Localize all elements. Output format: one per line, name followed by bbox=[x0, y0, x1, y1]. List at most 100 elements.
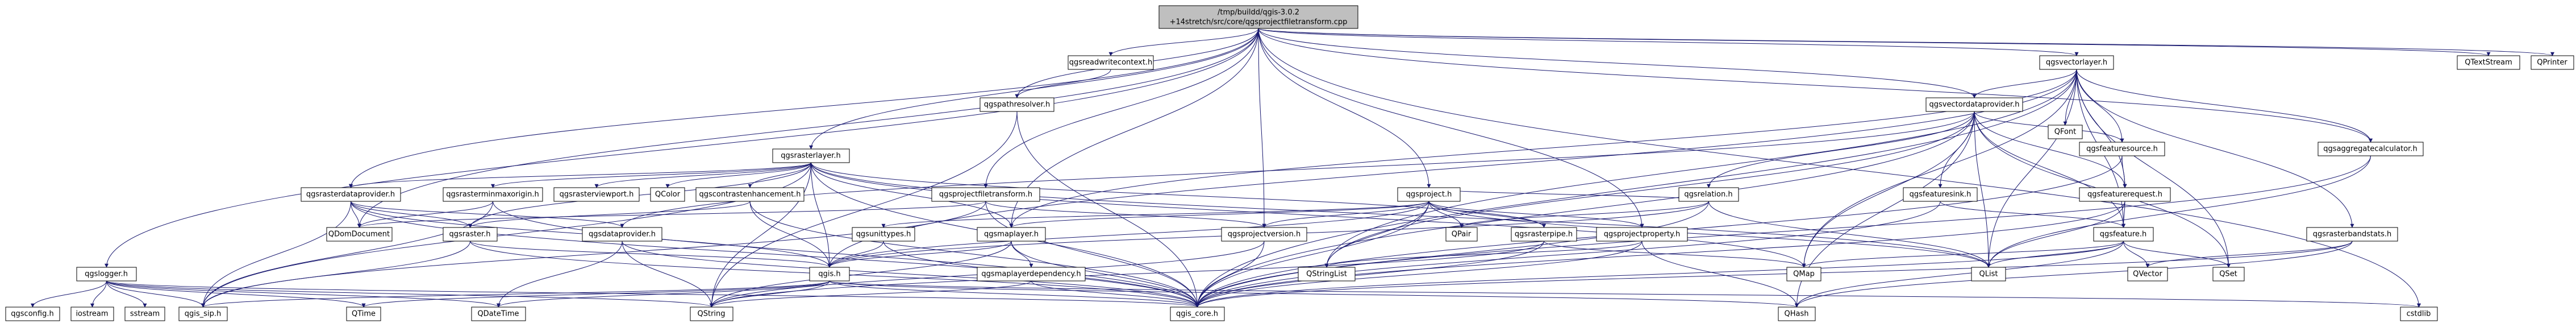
edge-root-node-to-QDomDocument bbox=[357, 28, 1259, 228]
node-qgsfeature[interactable]: qgsfeature.h bbox=[2093, 227, 2154, 242]
edge-qgsreadwritecontext-to-qgspathresolver bbox=[1015, 69, 1111, 98]
node-qgsrasterpipe[interactable]: qgsrasterpipe.h bbox=[1511, 227, 1577, 242]
svg-text:qgslogger.h: qgslogger.h bbox=[85, 270, 128, 279]
svg-text:QFont: QFont bbox=[2054, 128, 2077, 136]
edge-qgslogger-to-sstream bbox=[106, 280, 147, 308]
edge-qgsvectorlayer-to-qgsaggregatecalculator bbox=[2076, 69, 2373, 143]
node-qgis_core[interactable]: qgis_core.h bbox=[1170, 307, 1225, 321]
edge-qgsproject-to-qgsprojectversion bbox=[1262, 201, 1429, 228]
node-qgsvectorlayer[interactable]: qgsvectorlayer.h bbox=[2039, 55, 2114, 70]
svg-text:qgsdataprovider.h: qgsdataprovider.h bbox=[589, 230, 656, 239]
svg-text:qgsproject.h: qgsproject.h bbox=[1406, 191, 1452, 199]
node-qgis[interactable]: qgis.h bbox=[809, 267, 850, 282]
node-qgsrelation[interactable]: qgsrelation.h bbox=[1678, 187, 1739, 202]
edge-qgis-to-QHash bbox=[829, 280, 1799, 308]
node-qgsprojectversion[interactable]: qgsprojectversion.h bbox=[1221, 227, 1307, 242]
edge-qgslogger-to-qgis_core bbox=[106, 280, 1199, 308]
node-qgsprojectfiletransform[interactable]: qgsprojectfiletransform.h bbox=[931, 187, 1040, 202]
node-QDateTime[interactable]: QDateTime bbox=[471, 307, 526, 321]
node-QDomDocument[interactable]: QDomDocument bbox=[326, 227, 393, 242]
node-qgsfeaturesink[interactable]: qgsfeaturesink.h bbox=[1903, 187, 1978, 202]
node-QString[interactable]: QString bbox=[690, 307, 733, 321]
edge-qgsrasterpipe-to-qgis_core bbox=[1195, 241, 1544, 308]
edge-qgscontrastenhancement-to-qgis_core bbox=[749, 201, 1199, 308]
svg-text:qgsmaplayerdependency.h: qgsmaplayerdependency.h bbox=[981, 270, 1081, 279]
node-qgsrasterminmaxorigin[interactable]: qgsrasterminmaxorigin.h bbox=[443, 187, 543, 202]
node-qgspathresolver[interactable]: qgspathresolver.h bbox=[979, 97, 1054, 112]
node-cstdlib[interactable]: cstdlib bbox=[2400, 307, 2438, 321]
svg-text:QPair: QPair bbox=[1452, 230, 1472, 239]
node-qgsmaplayer[interactable]: qgsmaplayer.h bbox=[977, 227, 1046, 242]
svg-text:qgsrasterpipe.h: qgsrasterpipe.h bbox=[1515, 230, 1573, 239]
svg-text:qgsprojectfiletransform.h: qgsprojectfiletransform.h bbox=[939, 191, 1032, 199]
node-qgis_sip[interactable]: qgis_sip.h bbox=[178, 307, 228, 321]
edge-qgsprojectfiletransform-to-qgis_core bbox=[985, 201, 1199, 308]
node-QTime[interactable]: QTime bbox=[346, 307, 381, 321]
node-QTextStream[interactable]: QTextStream bbox=[2457, 55, 2520, 70]
node-iostream[interactable]: iostream bbox=[70, 307, 114, 321]
svg-text:QHash: QHash bbox=[1785, 310, 1809, 318]
node-QVector[interactable]: QVector bbox=[2127, 267, 2168, 282]
node-QFont[interactable]: QFont bbox=[2048, 125, 2083, 139]
node-qgscontrastenhancement[interactable]: qgscontrastenhancement.h bbox=[695, 187, 805, 202]
edge-qgis-to-qgis_core bbox=[829, 280, 1199, 308]
edge-root-node-to-qgsprojectproperty bbox=[1258, 28, 1644, 228]
node-QList[interactable]: QList bbox=[1971, 267, 2006, 282]
edge-qgsvectorlayer-to-qgsvectordataprovider bbox=[1972, 69, 2077, 98]
edge-qgsvectorlayer-to-QMap bbox=[1802, 69, 2077, 268]
node-qgsfeaturerequest[interactable]: qgsfeaturerequest.h bbox=[2079, 187, 2171, 202]
edge-qgslogger-to-qgis_sip bbox=[106, 280, 205, 308]
svg-text:QVector: QVector bbox=[2133, 270, 2162, 279]
node-qgsraster[interactable]: qgsraster.h bbox=[443, 227, 498, 242]
svg-text:QTextStream: QTextStream bbox=[2465, 59, 2512, 67]
svg-text:qgis.h: qgis.h bbox=[818, 270, 840, 279]
node-qgsrasterviewport[interactable]: qgsrasterviewport.h bbox=[553, 187, 640, 202]
svg-text:QString: QString bbox=[697, 310, 725, 318]
edge-qgis-to-cstdlib bbox=[829, 280, 2421, 308]
svg-text:qgsrasterminmaxorigin.h: qgsrasterminmaxorigin.h bbox=[446, 191, 539, 199]
edge-qgsfeaturesource-to-qgsfeaturerequest bbox=[2121, 155, 2127, 188]
edge-qgsvectordataprovider-to-qgis_core bbox=[1195, 111, 1975, 308]
node-qgsrasterlayer[interactable]: qgsrasterlayer.h bbox=[772, 148, 850, 163]
edge-qgslogger-to-QTime bbox=[106, 280, 366, 308]
node-qgsreadwritecontext[interactable]: qgsreadwritecontext.h bbox=[1068, 55, 1154, 70]
edge-qgsproject-to-qgsunittypes bbox=[881, 201, 1429, 228]
edge-qgsfeature-to-qgis_core bbox=[1195, 241, 2124, 308]
edge-qgsvectorlayer-to-QStringList bbox=[1324, 69, 2077, 268]
node-QStringList[interactable]: QStringList bbox=[1298, 267, 1356, 282]
node-qgsvectordataprovider[interactable]: qgsvectordataprovider.h bbox=[1925, 97, 2023, 112]
svg-text:QSet: QSet bbox=[2219, 270, 2237, 279]
edge-qgsmaplayer-to-qgis bbox=[827, 241, 1012, 268]
edge-qgsvectorlayer-to-QSet bbox=[2076, 69, 2231, 268]
node-qgsprojectproperty[interactable]: qgsprojectproperty.h bbox=[1596, 227, 1688, 242]
edge-qgsdataprovider-to-qgis_core bbox=[622, 241, 1199, 308]
node-qgsrasterbandstats[interactable]: qgsrasterbandstats.h bbox=[2306, 227, 2398, 242]
svg-text:qgsrasterviewport.h: qgsrasterviewport.h bbox=[560, 191, 634, 199]
edge-qgscontrastenhancement-to-qgsraster bbox=[468, 201, 751, 228]
node-qgsaggregatecalculator[interactable]: qgsaggregatecalculator.h bbox=[2317, 142, 2424, 156]
edge-qgsrasterdataprovider-to-qgis_sip bbox=[201, 201, 351, 308]
node-sstream[interactable]: sstream bbox=[124, 307, 165, 321]
node-qgsunittypes[interactable]: qgsunittypes.h bbox=[852, 227, 915, 242]
edge-qgsrasterlayer-to-QList bbox=[811, 162, 1991, 268]
node-qgsrasterdataprovider[interactable]: qgsrasterdataprovider.h bbox=[301, 187, 401, 202]
node-qgsmaplayerdependency[interactable]: qgsmaplayerdependency.h bbox=[977, 267, 1086, 282]
node-qgsfeaturesource[interactable]: qgsfeaturesource.h bbox=[2079, 142, 2165, 156]
svg-text:iostream: iostream bbox=[76, 310, 108, 318]
node-qgslogger[interactable]: qgslogger.h bbox=[76, 267, 137, 282]
node-QPair[interactable]: QPair bbox=[1445, 227, 1478, 242]
svg-text:QList: QList bbox=[1979, 270, 1998, 279]
node-QSet[interactable]: QSet bbox=[2212, 267, 2245, 282]
node-QPrinter[interactable]: QPrinter bbox=[2531, 55, 2574, 70]
node-QHash[interactable]: QHash bbox=[1778, 307, 1816, 321]
node-QMap[interactable]: QMap bbox=[1786, 267, 1821, 282]
node-qgsdataprovider[interactable]: qgsdataprovider.h bbox=[582, 227, 662, 242]
node-qgsproject[interactable]: qgsproject.h bbox=[1397, 187, 1461, 202]
node-qgsconfig[interactable]: qgsconfig.h bbox=[5, 307, 60, 321]
edge-qgsproject-to-qgsprojectproperty bbox=[1428, 201, 1644, 228]
edge-qgsrelation-to-qgis_core bbox=[1195, 201, 1709, 308]
edge-qgslogger-to-QString bbox=[106, 280, 714, 308]
node-QColor[interactable]: QColor bbox=[650, 187, 685, 202]
svg-text:qgsreadwritecontext.h: qgsreadwritecontext.h bbox=[1069, 59, 1153, 67]
